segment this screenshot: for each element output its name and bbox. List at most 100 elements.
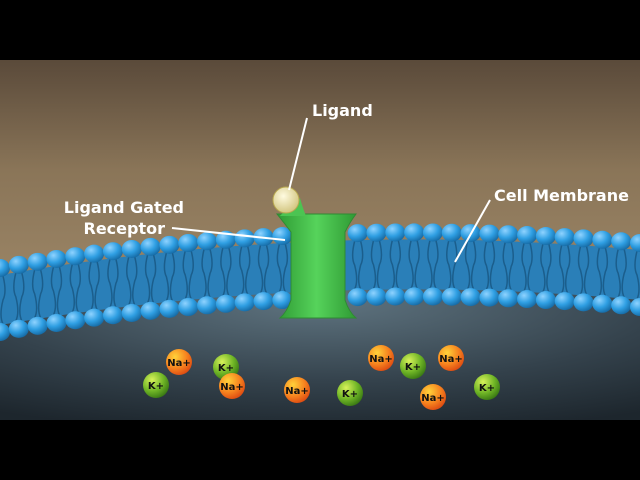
phospholipid-head xyxy=(592,230,613,249)
lipid-tail xyxy=(427,240,433,289)
lipid-tail xyxy=(263,244,270,294)
phospholipid-head xyxy=(253,292,274,311)
phospholipid-head xyxy=(366,287,387,306)
ion-na: Na+ xyxy=(284,377,310,403)
phospholipid-head xyxy=(121,303,142,322)
lipid-tail xyxy=(527,242,533,292)
lipid-tail xyxy=(0,275,6,325)
phospholipid-head xyxy=(347,288,368,307)
ion-k: K+ xyxy=(400,353,426,379)
phospholipid-head xyxy=(178,298,199,316)
lipid-tail xyxy=(433,240,439,289)
phospholipid-head xyxy=(27,252,48,271)
phospholipid-head xyxy=(102,242,123,261)
phospholipid-head xyxy=(517,226,538,245)
lipid-tail xyxy=(414,240,420,289)
phospholipid-head xyxy=(385,287,406,306)
phospholipid-head xyxy=(0,259,10,277)
lipid-tail xyxy=(31,269,38,319)
phospholipid-head xyxy=(366,223,387,242)
lipid-tail xyxy=(282,243,289,293)
lipid-tail xyxy=(88,261,94,310)
phospholipid-head xyxy=(65,311,86,330)
phospholipid-head xyxy=(215,230,236,249)
lipid-tail xyxy=(470,240,477,290)
lipid-tail xyxy=(521,242,527,292)
lipid-tail xyxy=(508,242,514,291)
phospholipid-head xyxy=(554,292,575,311)
lipid-tail xyxy=(634,250,640,300)
lipid-tail xyxy=(94,261,100,310)
phospholipid-head xyxy=(347,224,368,243)
svg-text:K+: K+ xyxy=(342,389,358,400)
phospholipid-head xyxy=(272,227,293,246)
lipid-tail xyxy=(188,250,194,300)
phospholipid-head xyxy=(272,291,293,310)
phospholipid-head xyxy=(121,239,142,258)
phospholipid-head xyxy=(404,223,425,242)
lipid-tail xyxy=(113,259,119,308)
lipid-tail xyxy=(621,249,627,298)
svg-text:K+: K+ xyxy=(479,383,495,394)
lipid-tail xyxy=(577,246,584,295)
receptor-pointer-line xyxy=(171,227,286,241)
phospholipid-head xyxy=(215,294,236,313)
phospholipid-head xyxy=(498,225,519,244)
lipid-tail xyxy=(37,269,44,319)
ion-na: Na+ xyxy=(420,384,446,410)
lipid-tail xyxy=(244,246,251,295)
lipid-tail xyxy=(126,256,132,306)
ion-k: K+ xyxy=(337,380,363,406)
lipid-tail xyxy=(276,243,283,293)
letterbox-top xyxy=(0,0,640,60)
phospholipid-head xyxy=(385,223,406,242)
ion-na: Na+ xyxy=(219,373,245,399)
svg-text:K+: K+ xyxy=(218,363,234,374)
phospholipid-head xyxy=(441,223,462,242)
lipid-tail xyxy=(489,241,496,290)
membrane-label: Cell Membrane xyxy=(494,186,629,205)
phospholipid-head xyxy=(630,234,640,252)
phospholipid-heads xyxy=(0,223,640,341)
letterbox-bottom xyxy=(0,420,640,480)
lipid-tail xyxy=(220,247,226,297)
lipid-tail xyxy=(238,246,245,295)
phospholipid-head xyxy=(517,290,538,309)
phospholipid-head xyxy=(630,298,640,316)
phospholipid-head xyxy=(46,249,67,268)
phospholipid-head xyxy=(234,229,255,248)
phospholipid-head xyxy=(573,229,594,248)
phospholipid-head xyxy=(0,323,10,341)
phospholipid-head xyxy=(8,319,29,338)
receptor-label-line1: Ligand Gated xyxy=(64,198,184,217)
phospholipid-head xyxy=(554,228,575,247)
lipid-tail xyxy=(207,249,213,298)
lipid-tail xyxy=(502,242,508,291)
lipid-tail xyxy=(56,266,63,316)
phospholipid-head xyxy=(611,232,632,251)
phospholipid-head xyxy=(404,287,425,306)
svg-text:Na+: Na+ xyxy=(220,382,244,393)
svg-text:Na+: Na+ xyxy=(421,393,445,404)
ion-k: K+ xyxy=(143,372,169,398)
ion-na: Na+ xyxy=(368,345,394,371)
lipid-tail xyxy=(446,240,452,290)
lipid-tail xyxy=(50,266,57,316)
phospholipid-head xyxy=(592,294,613,313)
phospholipid-head xyxy=(460,288,481,307)
phospholipid-head xyxy=(535,227,556,246)
phospholipid-head xyxy=(140,237,161,256)
phospholipid-head xyxy=(611,296,632,315)
lipid-tail xyxy=(546,243,552,293)
lipid-tail xyxy=(132,256,138,306)
lipid-tail xyxy=(408,240,414,289)
lipid-tail xyxy=(169,252,176,302)
phospholipid-head xyxy=(197,296,218,315)
ligand-pointer-line xyxy=(288,117,308,191)
phospholipid-head xyxy=(84,308,105,327)
svg-text:Na+: Na+ xyxy=(369,354,393,365)
lipid-tail xyxy=(107,259,113,308)
phospholipid-head xyxy=(197,232,218,251)
lipid-tail xyxy=(483,241,490,290)
